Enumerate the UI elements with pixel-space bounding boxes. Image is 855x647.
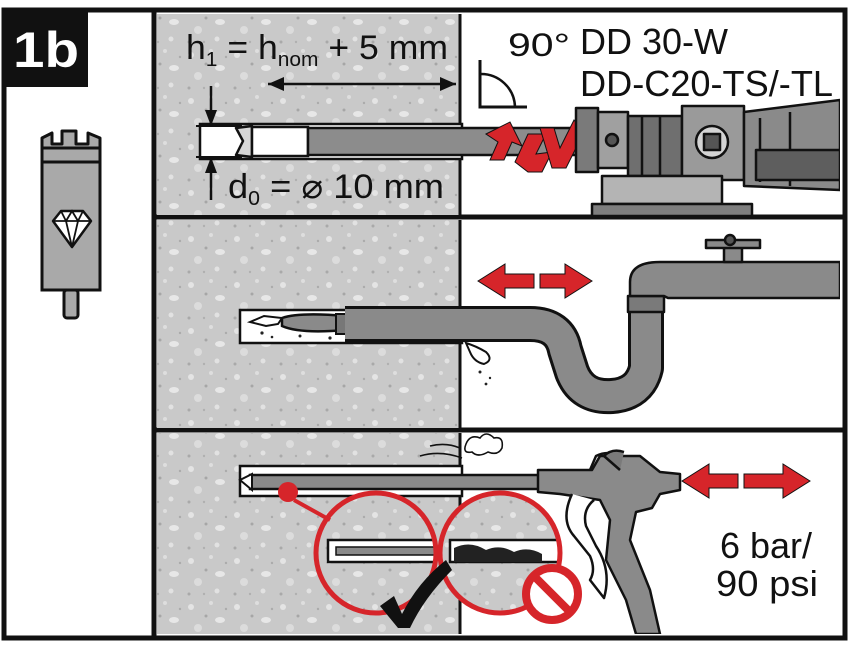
pressure-line2: 90 psi [716, 563, 818, 604]
panel-water-flushing [157, 220, 840, 428]
formula-h1: h1 = hnom + 5 mm [186, 29, 448, 71]
panel-air-blowing: 6 bar/ 90 psi [157, 433, 818, 634]
dimension-h1 [268, 77, 456, 91]
double-arrow-icon [681, 463, 811, 499]
dust-cloud [419, 433, 504, 459]
prohibited-icon [522, 564, 582, 624]
double-arrow-icon [477, 263, 593, 299]
magnifier-pointer [278, 482, 298, 502]
panel-drilling: h1 = hnom + 5 mm d0 = ⌀ 10 mm 90° DD 30-… [157, 14, 840, 215]
right-angle-icon [478, 60, 527, 109]
core-drill-machine [574, 98, 840, 215]
diamond-icon [51, 209, 93, 249]
check-icon [380, 560, 452, 628]
water-jet [246, 314, 284, 328]
drill-model-line1: DD 30-W [580, 21, 728, 62]
air-blow-gun-icon [536, 449, 682, 634]
drill-model-line2: DD-C20-TS/-TL [580, 63, 833, 104]
water-tap-icon [626, 233, 840, 314]
step-label: 1b [13, 22, 79, 78]
formula-d0: d0 = ⌀ 10 mm [228, 168, 444, 210]
angle-label: 90° [508, 27, 570, 63]
water-drop [464, 341, 491, 366]
step-label-box [4, 10, 88, 87]
dimension-d0 [196, 86, 242, 200]
pressure-line1: 6 bar/ [720, 525, 812, 566]
